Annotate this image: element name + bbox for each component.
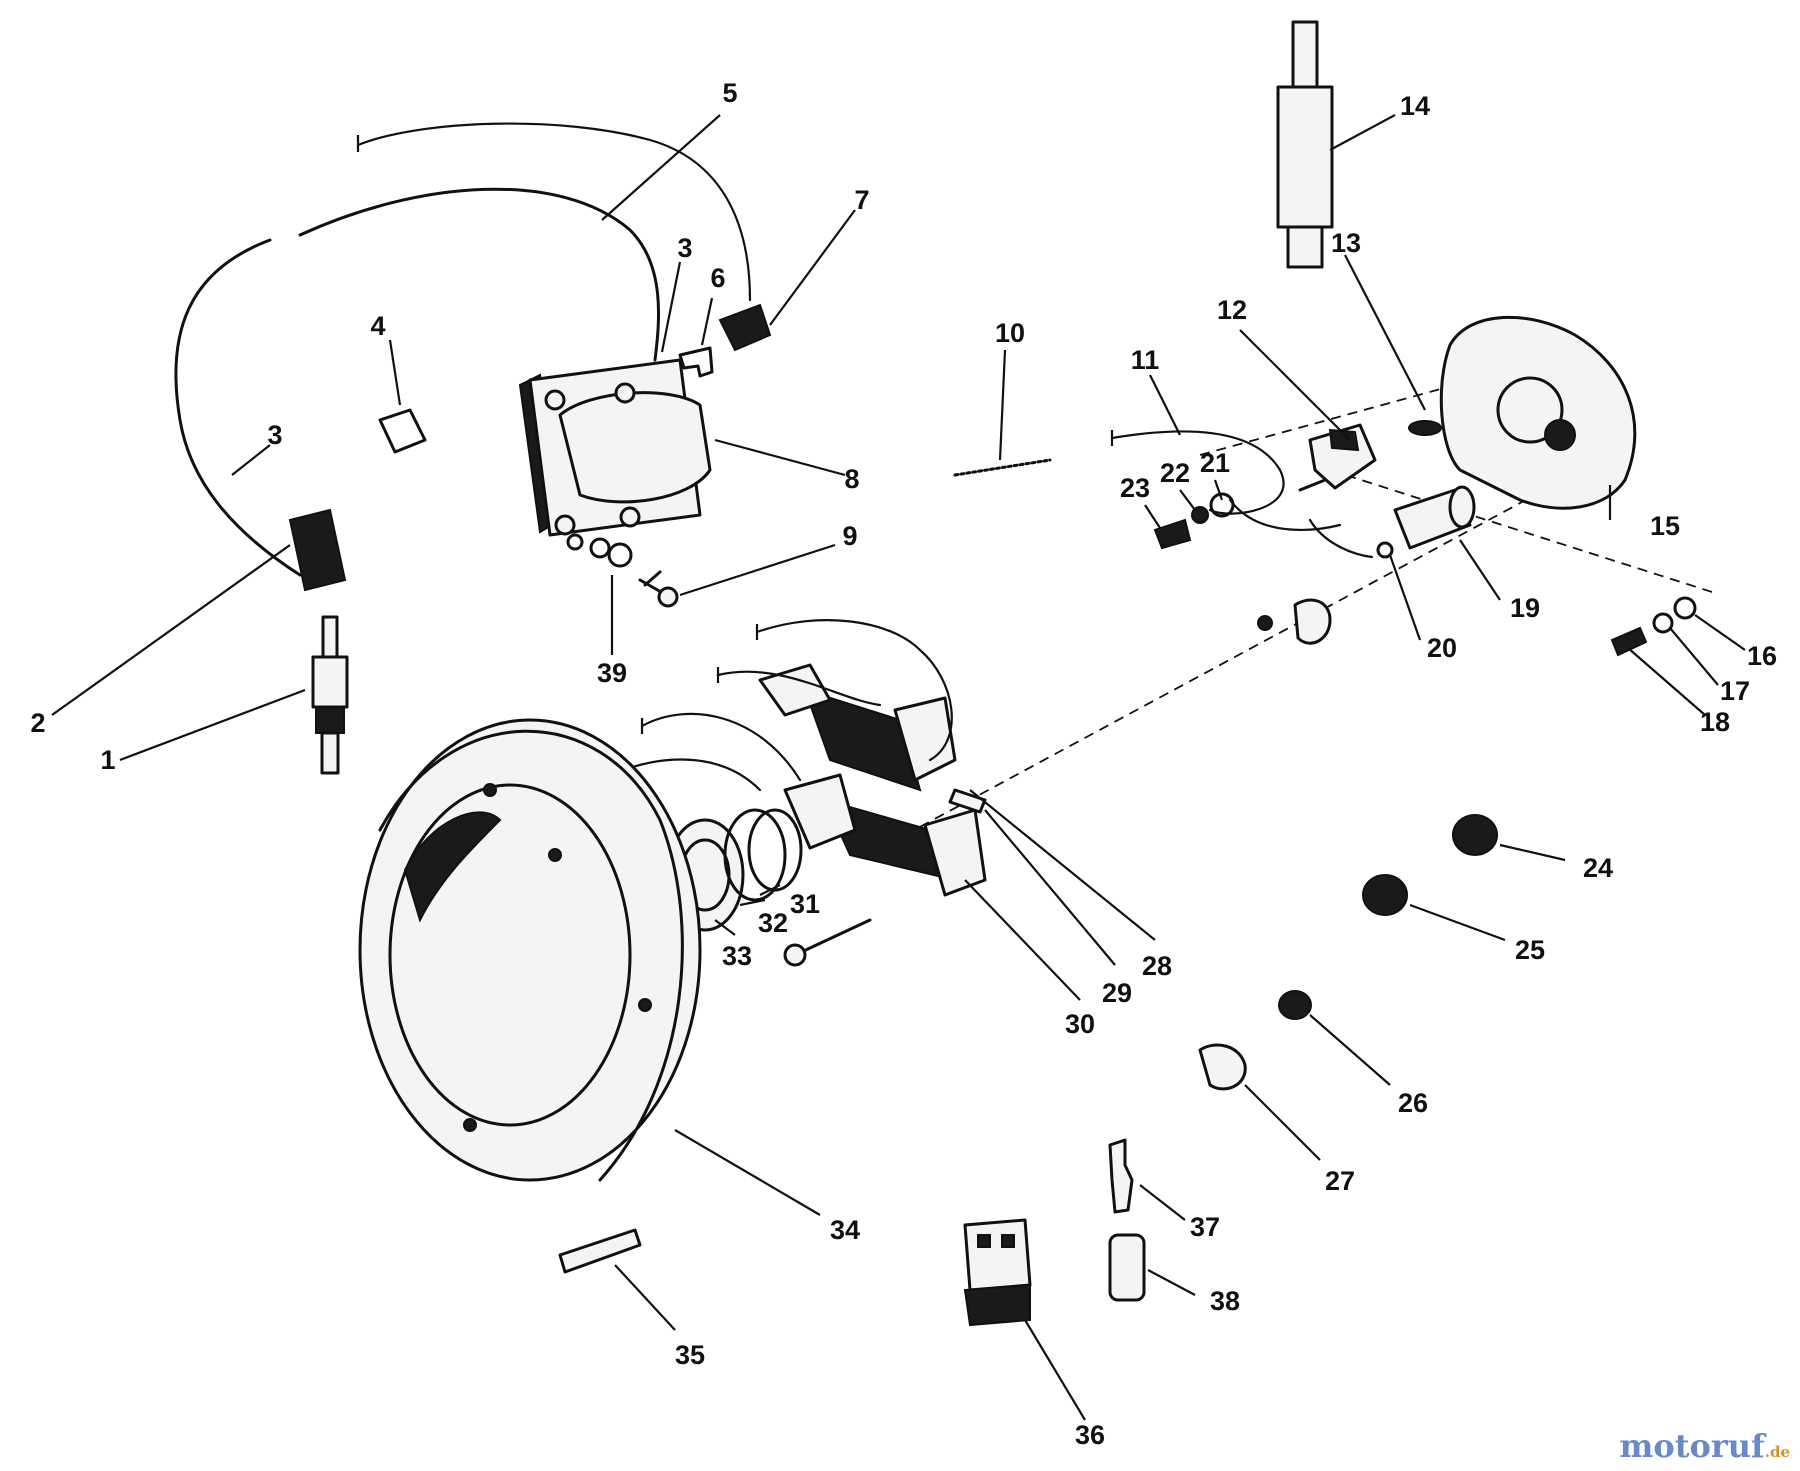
ignition-coil	[518, 358, 712, 537]
condenser	[1393, 485, 1476, 550]
flywheel	[358, 718, 702, 1182]
shaft	[1276, 20, 1334, 269]
ignition-lead	[174, 187, 660, 592]
callout-32: 32	[758, 908, 788, 938]
callout-25: 25	[1515, 935, 1545, 965]
callout-labels: 1 2 3 3 4 5 6 7 8 9 10 11 12 13 14 15 16…	[30, 78, 1777, 1450]
callout-22: 22	[1160, 458, 1190, 488]
callout-1: 1	[100, 745, 115, 775]
callout-37: 37	[1190, 1212, 1220, 1242]
callout-14: 14	[1400, 91, 1430, 121]
callout-12: 12	[1217, 295, 1247, 325]
callout-23: 23	[1120, 473, 1150, 503]
callout-39: 39	[597, 658, 627, 688]
callout-3a: 3	[267, 420, 282, 450]
callout-10: 10	[995, 318, 1025, 348]
callout-11: 11	[1131, 345, 1160, 375]
callout-13: 13	[1331, 228, 1361, 258]
stator-coil-lower	[783, 773, 987, 897]
callout-33: 33	[722, 941, 752, 971]
callout-4: 4	[370, 311, 385, 341]
callout-26: 26	[1398, 1088, 1428, 1118]
callout-38: 38	[1210, 1286, 1240, 1316]
callout-7: 7	[854, 185, 869, 215]
watermark-suffix: .de	[1764, 1443, 1790, 1461]
callout-35: 35	[675, 1340, 705, 1370]
callout-19: 19	[1510, 593, 1540, 623]
callout-29: 29	[1102, 978, 1132, 1008]
spark-plug	[311, 615, 349, 775]
callout-5: 5	[722, 78, 737, 108]
leader-lines	[51, 114, 1746, 1421]
callout-34: 34	[830, 1215, 860, 1245]
callout-9: 9	[842, 521, 857, 551]
breaker-plate	[1439, 315, 1637, 510]
callout-3b: 3	[677, 233, 692, 263]
stator-coil-upper	[758, 663, 957, 792]
callout-18: 18	[1700, 707, 1730, 737]
connector	[963, 1218, 1032, 1327]
callout-6: 6	[710, 263, 725, 293]
callout-20: 20	[1427, 633, 1457, 663]
watermark-logo: motoruf.de	[1620, 1427, 1790, 1465]
callout-17: 17	[1720, 676, 1750, 706]
callout-30: 30	[1065, 1009, 1095, 1039]
callout-27: 27	[1325, 1166, 1355, 1196]
callout-2: 2	[30, 708, 45, 738]
watermark-main: motoruf	[1619, 1427, 1765, 1465]
callout-16: 16	[1747, 641, 1777, 671]
callout-8: 8	[844, 464, 859, 494]
parts-drawing	[174, 20, 1713, 1327]
callout-15: 15	[1650, 511, 1680, 541]
callout-31: 31	[790, 889, 820, 919]
callout-36: 36	[1075, 1420, 1105, 1450]
callout-24: 24	[1583, 853, 1613, 883]
callout-28: 28	[1142, 951, 1172, 981]
callout-21: 21	[1200, 448, 1230, 478]
